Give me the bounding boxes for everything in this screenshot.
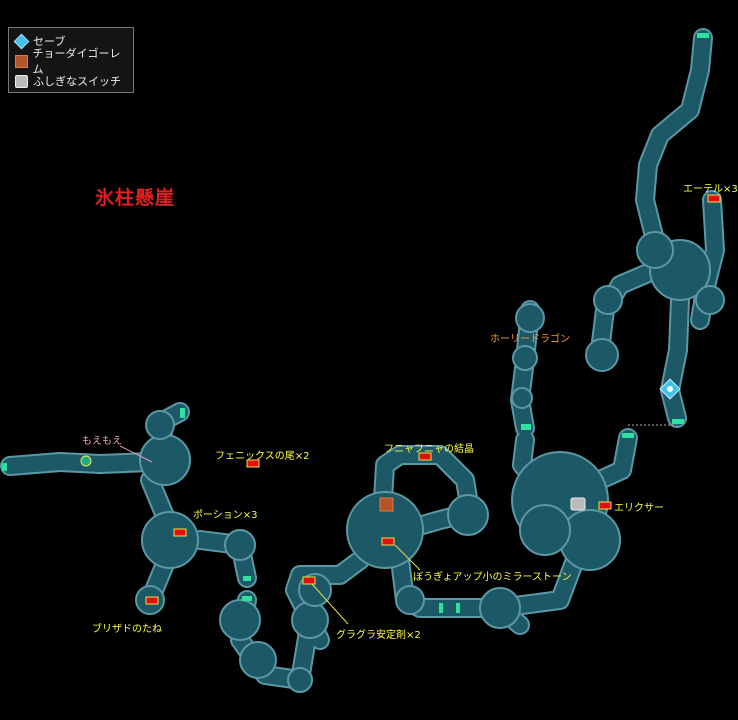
label-ether: エーテル×3 bbox=[683, 184, 738, 195]
switch-icon bbox=[15, 74, 28, 88]
treasure-chest-icon[interactable] bbox=[381, 537, 395, 546]
label-elixir: エリクサー bbox=[614, 503, 664, 514]
legend-label: セーブ bbox=[33, 35, 66, 48]
label-phoenix: フェニックスの尾×2 bbox=[215, 451, 310, 462]
legend-label: ふしぎなスイッチ bbox=[33, 75, 121, 88]
exit-marker[interactable] bbox=[2, 463, 7, 471]
cave-room bbox=[515, 303, 545, 333]
save-point-icon[interactable] bbox=[659, 378, 681, 400]
cave-room bbox=[395, 585, 425, 615]
golem-icon bbox=[15, 54, 28, 68]
exit-marker[interactable] bbox=[439, 603, 443, 613]
cave-room bbox=[519, 504, 571, 556]
moemoe-npc-icon[interactable] bbox=[80, 455, 92, 467]
cave-room bbox=[479, 587, 521, 629]
exit-marker[interactable] bbox=[622, 433, 634, 438]
treasure-chest-icon[interactable] bbox=[302, 576, 316, 585]
exit-marker[interactable] bbox=[672, 419, 684, 424]
exit-marker[interactable] bbox=[242, 596, 252, 601]
cave-room bbox=[145, 410, 175, 440]
label-funya-crystal: フニャフニャの結晶 bbox=[384, 444, 474, 455]
cave-room bbox=[287, 667, 313, 693]
cave-room bbox=[636, 231, 674, 269]
leader-line bbox=[394, 544, 421, 571]
exit-marker[interactable] bbox=[521, 424, 531, 430]
cave-room bbox=[593, 285, 623, 315]
label-mirror-stone: ぼうぎょアップ小のミラーストーン bbox=[413, 572, 572, 583]
legend: セーブ チョーダイゴーレム ふしぎなスイッチ bbox=[8, 27, 134, 93]
label-blizzard-seed: ブリザドのたね bbox=[92, 624, 162, 635]
cave-room bbox=[511, 387, 533, 409]
label-holy-dragon: ホーリードラゴン bbox=[490, 334, 570, 345]
leader-line bbox=[311, 583, 349, 625]
cave-passage bbox=[662, 292, 688, 426]
cave-room bbox=[141, 511, 199, 569]
treasure-chest-icon[interactable] bbox=[246, 459, 260, 468]
legend-item-save: セーブ bbox=[13, 31, 127, 51]
exit-marker[interactable] bbox=[456, 603, 460, 613]
cave-room bbox=[585, 338, 619, 372]
leader-line bbox=[119, 445, 153, 463]
switch-icon[interactable] bbox=[570, 497, 586, 511]
treasure-chest-icon[interactable] bbox=[145, 596, 159, 605]
cave-room bbox=[239, 641, 277, 679]
label-guragura: グラグラ安定剤×2 bbox=[336, 630, 421, 641]
legend-label: チョーダイゴーレム bbox=[32, 47, 121, 76]
treasure-chest-icon[interactable] bbox=[173, 528, 187, 537]
exit-marker[interactable] bbox=[180, 408, 185, 418]
cave-room bbox=[695, 285, 725, 315]
cave-room bbox=[219, 599, 261, 641]
golem-icon[interactable] bbox=[379, 497, 394, 512]
treasure-chest-icon[interactable] bbox=[418, 452, 432, 461]
cave-passage bbox=[637, 30, 711, 248]
label-moemoe: もえもえ bbox=[82, 436, 122, 447]
label-potion: ポーション×3 bbox=[193, 510, 258, 521]
cave-passage bbox=[592, 430, 636, 488]
save-point-icon bbox=[13, 33, 30, 49]
treasure-chest-icon[interactable] bbox=[707, 194, 721, 203]
legend-item-golem: チョーダイゴーレム bbox=[15, 47, 127, 76]
cave-room bbox=[447, 494, 489, 536]
cave-room bbox=[291, 601, 329, 639]
area-title: 氷柱懸崖 bbox=[95, 187, 176, 209]
legend-item-switch: ふしぎなスイッチ bbox=[15, 71, 127, 91]
treasure-chest-icon[interactable] bbox=[598, 501, 612, 510]
cave-passage bbox=[2, 454, 158, 474]
cave-room bbox=[512, 345, 538, 371]
cave-passage bbox=[512, 302, 538, 436]
exit-marker[interactable] bbox=[243, 576, 251, 581]
exit-marker[interactable] bbox=[697, 33, 709, 38]
cave-room bbox=[346, 491, 424, 569]
cave-room bbox=[224, 529, 256, 561]
